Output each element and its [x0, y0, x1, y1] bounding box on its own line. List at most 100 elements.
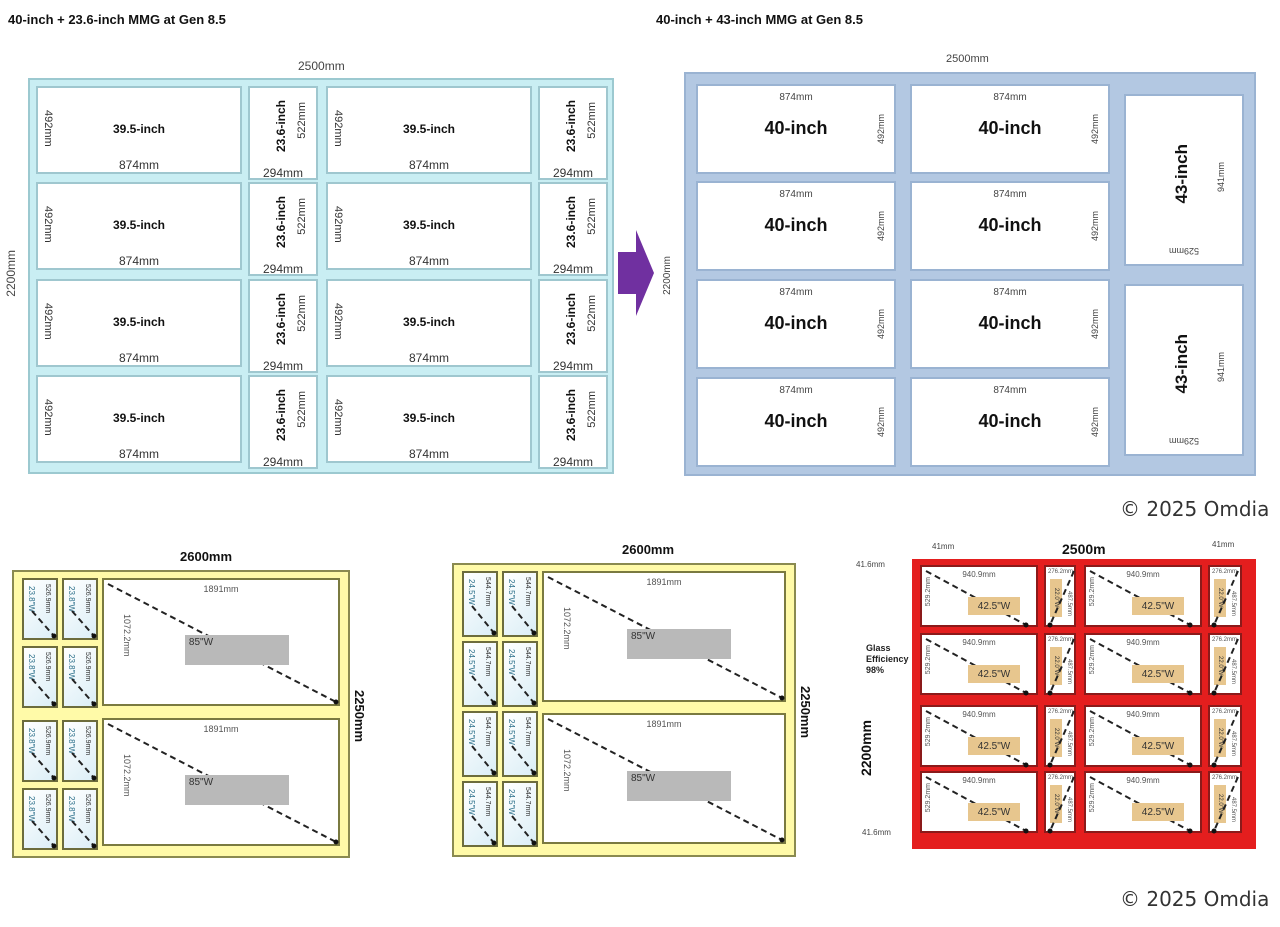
large-width-label: 940.9mm — [1126, 570, 1160, 579]
cutout-size-label: 39.5-inch — [402, 411, 456, 425]
bottom-b-width-label: 2600mm — [622, 542, 675, 557]
cutout-width-label: 874mm — [118, 158, 159, 172]
cutout-height-label: 492mm — [876, 309, 886, 340]
large-height-label: 529.2mm — [1089, 783, 1096, 813]
bottom-b-height-label: 2250mm — [798, 686, 813, 739]
small-size-label-box: 22.0"W — [1050, 579, 1062, 617]
small-size-label: 23.8"W — [27, 728, 36, 754]
small-dim-label: 526.9mm — [84, 794, 91, 824]
large-height-label: 529.2mm — [925, 783, 932, 813]
small-height-label: 487.5mm — [1066, 797, 1072, 823]
small-height-label: 487.5mm — [1230, 591, 1236, 617]
cutout-size-label: 40-inch — [978, 118, 1042, 138]
cutout-height-label: 492mm — [1090, 114, 1100, 145]
small-size-label: 24.5"W — [507, 579, 516, 605]
glass-efficiency-label: Glass Efficiency — [866, 643, 909, 664]
large-size-label: 42.5"W — [1132, 665, 1184, 683]
small-size-label: 24.5"W — [507, 719, 516, 745]
cutout-width-label: 294mm — [262, 455, 303, 469]
left-width-label: 2500mm — [298, 59, 345, 73]
small-size-label: 23.8"W — [27, 586, 36, 612]
cutout-width-label: 874mm — [408, 254, 449, 268]
small-size-label: 22.0"W — [1053, 588, 1059, 608]
cutout-width-label: 874mm — [408, 351, 449, 365]
cutout-size-label: 40-inch — [764, 215, 828, 235]
cutout-width-label: 874mm — [779, 287, 813, 298]
small-size-label: 23.8"W — [67, 586, 76, 612]
cutout-width-label: 874mm — [118, 254, 159, 268]
large-width-label: 940.9mm — [1126, 710, 1160, 719]
cutout-size-label: 23.6-inch — [274, 389, 288, 442]
small-dim-label: 526.9mm — [44, 652, 51, 682]
large-size-label: 42.5"W — [1132, 597, 1184, 615]
cutout-height-label: 492mm — [42, 303, 54, 340]
small-size-label: 23.8"W — [67, 728, 76, 754]
cutout-size-label: 40-inch — [764, 411, 828, 431]
large-width-label: 1891mm — [646, 577, 682, 587]
small-size-label: 24.5"W — [467, 579, 476, 605]
large-width-label: 1891mm — [203, 724, 239, 734]
cutout-40-inch: 874mm 40-inch 492mm — [910, 84, 1110, 174]
small-size-label-box: 22.0"W — [1214, 785, 1226, 823]
small-height-label: 487.5mm — [1066, 591, 1072, 617]
cutout-height-label: 492mm — [332, 303, 344, 340]
cutout-size-label: 39.5-inch — [402, 218, 456, 232]
cutout-height-label: 941mm — [1216, 162, 1226, 193]
cutout-width-label: 294mm — [262, 262, 303, 276]
small-size-label: 24.5"W — [507, 789, 516, 815]
small-size-label: 23.8"W — [67, 654, 76, 680]
large-width-label: 940.9mm — [962, 638, 996, 647]
large-height-label: 529.2mm — [1089, 717, 1096, 747]
large-cutout-39-5: 492mm 39.5-inch 874mm — [326, 279, 532, 367]
cutout-height-label: 492mm — [42, 206, 54, 243]
cutout-height-label: 492mm — [42, 399, 54, 436]
copyright-bottom: © 2025 Omdia — [1120, 887, 1270, 911]
small-cutout: 24.5"W 544.7mm — [502, 781, 538, 847]
left-height-label: 2200mm — [4, 250, 18, 297]
cutout-width-label: 874mm — [779, 385, 813, 396]
large-height-label: 529.2mm — [925, 645, 932, 675]
small-size-label: 22.0"W — [1217, 588, 1223, 608]
small-size-label: 22.0"W — [1053, 656, 1059, 676]
cutout-width-label: 874mm — [408, 158, 449, 172]
large-size-label: 42.5"W — [968, 737, 1020, 755]
large-width-label: 1891mm — [646, 719, 682, 729]
cutout-width-label: 874mm — [993, 385, 1027, 396]
cutout-size-label: 23.6-inch — [274, 196, 288, 249]
cutout-size-label: 40-inch — [764, 118, 828, 138]
small-width-label: 276.2mm — [1212, 637, 1238, 643]
small-width-label: 276.2mm — [1048, 569, 1074, 575]
bottom-c-margin-top: 41.6mm — [856, 560, 885, 569]
cutout-width-label: 874mm — [993, 92, 1027, 103]
bottom-c-margin-bottom: 41.6mm — [862, 828, 891, 837]
cutout-size-label: 23.6-inch — [564, 100, 578, 153]
small-dim-label: 544.7mm — [524, 787, 531, 817]
small-dim-label: 526.9mm — [84, 726, 91, 756]
cutout-size-label: 39.5-inch — [402, 315, 456, 329]
cutout-width-label: 874mm — [993, 189, 1027, 200]
cutout-width-label: 294mm — [262, 359, 303, 373]
small-size-label-box: 22.0"W — [1050, 647, 1062, 685]
bottom-c-width-label: 2500m — [1062, 541, 1106, 557]
cutout-height-label: 492mm — [1090, 211, 1100, 242]
copyright-top: © 2025 Omdia — [1120, 497, 1270, 521]
